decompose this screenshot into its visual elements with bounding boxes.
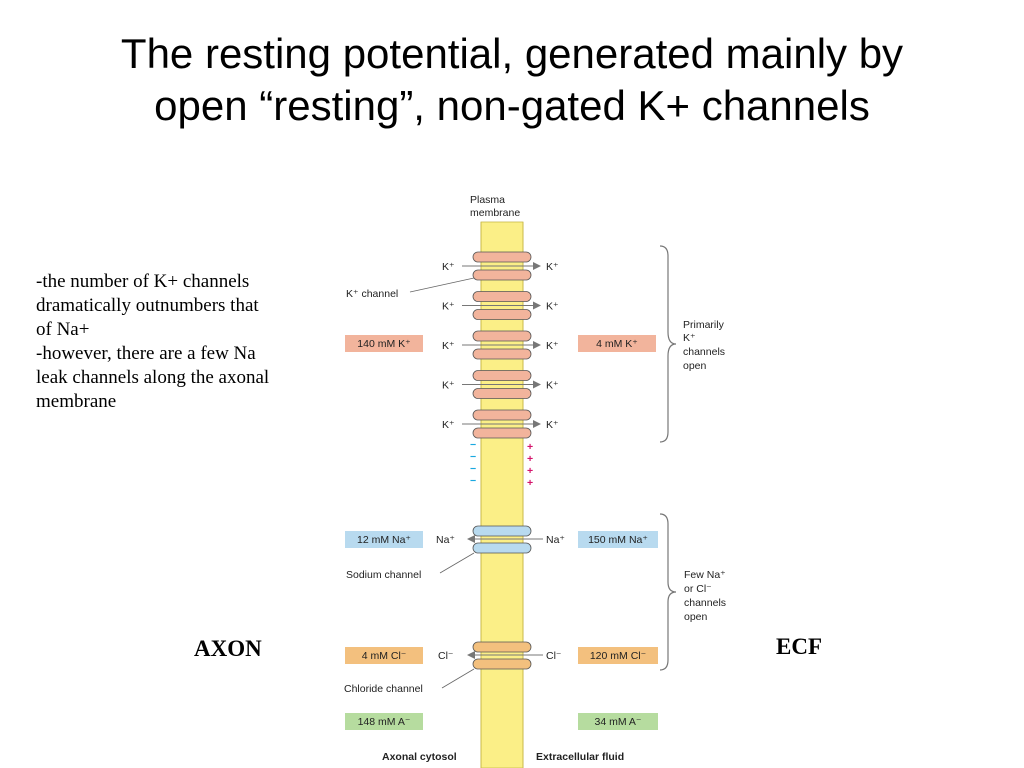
plus-charge: + bbox=[527, 441, 533, 453]
note-line: membrane bbox=[36, 391, 117, 412]
nacl-bracket-label: Few Na⁺ bbox=[684, 569, 726, 581]
na-outside-conc: 150 mM Na⁺ bbox=[588, 534, 648, 546]
k-bracket-label: K⁺ bbox=[683, 332, 696, 344]
extracellular-fluid-label: Extracellular fluid bbox=[536, 751, 624, 763]
axon-label: AXON bbox=[194, 636, 262, 661]
cl-inside-box bbox=[345, 647, 423, 664]
title-line-1: The resting potential, generated mainly … bbox=[120, 30, 904, 77]
cl-outside-conc: 120 mM Cl⁻ bbox=[590, 650, 647, 662]
na-inside-conc: 12 mM Na⁺ bbox=[357, 534, 411, 546]
na-ion-right: Na⁺ bbox=[546, 534, 565, 546]
k-channel: K⁺ K⁺ bbox=[442, 409, 559, 439]
nacl-bracket-label: open bbox=[684, 611, 708, 623]
slide-title: The resting potential, generated mainly … bbox=[0, 28, 1024, 132]
title-line-2: open “resting”, non-gated K+ channels bbox=[154, 82, 870, 129]
cl-inside-conc: 4 mM Cl⁻ bbox=[362, 650, 407, 662]
k-ion-left: K⁺ bbox=[442, 380, 455, 392]
note-line: of Na+ bbox=[36, 319, 90, 340]
nacl-bracket-label: or Cl⁻ bbox=[684, 583, 712, 595]
outer-charges: + + + + bbox=[527, 441, 533, 489]
sodium-channel bbox=[467, 525, 543, 554]
nacl-bracket bbox=[659, 513, 677, 671]
chloride-channel bbox=[467, 641, 543, 670]
minus-charge: − bbox=[470, 451, 476, 463]
plus-charge: + bbox=[527, 453, 533, 465]
minus-charge: − bbox=[470, 439, 476, 451]
axonal-cytosol-label: Axonal cytosol bbox=[382, 751, 457, 763]
k-ion-right: K⁺ bbox=[546, 340, 559, 352]
k-ion-left: K⁺ bbox=[442, 419, 455, 431]
anion-outside-box bbox=[578, 713, 658, 730]
k-outside-conc: 4 mM K⁺ bbox=[596, 338, 638, 350]
k-ion-right: K⁺ bbox=[546, 419, 559, 431]
k-ion-left: K⁺ bbox=[442, 340, 455, 352]
na-ion-left: Na⁺ bbox=[436, 534, 455, 546]
cl-ion-right: Cl⁻ bbox=[546, 650, 562, 662]
anion-inside-conc: 148 mM A⁻ bbox=[358, 716, 411, 728]
anion-inside-box bbox=[345, 713, 423, 730]
note-line: leak channels along the axonal bbox=[36, 367, 270, 388]
k-ion-right: K⁺ bbox=[546, 380, 559, 392]
plus-charge: + bbox=[527, 477, 533, 489]
ecf-label: ECF bbox=[776, 634, 822, 659]
cl-ion-left: Cl⁻ bbox=[438, 650, 454, 662]
na-inside-box bbox=[345, 531, 423, 548]
k-ion-left: K⁺ bbox=[442, 261, 455, 273]
k-inside-conc: 140 mM K⁺ bbox=[357, 338, 411, 350]
notes-text: -the number of K+ channels dramatically … bbox=[36, 270, 356, 414]
k-inside-box bbox=[345, 335, 423, 352]
k-channel: K⁺ K⁺ bbox=[442, 251, 559, 281]
k-channel: K⁺ K⁺ bbox=[442, 370, 559, 399]
k-bracket-label: channels bbox=[683, 346, 725, 358]
k-bracket bbox=[659, 245, 677, 443]
inner-charges: − − − − bbox=[470, 439, 476, 487]
k-ion-left: K⁺ bbox=[442, 301, 455, 313]
k-bracket-label: open bbox=[683, 360, 707, 372]
k-channels: K⁺ K⁺ K⁺ K⁺ K⁺ K⁺ K⁺ K⁺ K⁺ K⁺ bbox=[442, 251, 559, 439]
note-line: -however, there are a few Na bbox=[36, 343, 256, 364]
k-ion-right: K⁺ bbox=[546, 261, 559, 273]
chloride-channel-label: Chloride channel bbox=[344, 683, 423, 695]
na-outside-box bbox=[578, 531, 658, 548]
k-channel: K⁺ K⁺ bbox=[442, 291, 559, 320]
minus-charge: − bbox=[470, 463, 476, 475]
k-outside-box bbox=[578, 335, 656, 352]
k-channel: K⁺ K⁺ bbox=[442, 330, 559, 360]
k-bracket-label: Primarily bbox=[683, 319, 725, 331]
cl-outside-box bbox=[578, 647, 658, 664]
plus-charge: + bbox=[527, 465, 533, 477]
membrane-label: Plasma bbox=[470, 194, 505, 206]
k-channel-label: K⁺ channel bbox=[346, 288, 398, 300]
membrane-label: membrane bbox=[470, 207, 520, 219]
note-line: -the number of K+ channels bbox=[36, 271, 250, 292]
nacl-bracket-label: channels bbox=[684, 597, 726, 609]
k-ion-right: K⁺ bbox=[546, 301, 559, 313]
sodium-channel-label: Sodium channel bbox=[346, 569, 421, 581]
note-line: dramatically outnumbers that bbox=[36, 295, 259, 316]
plasma-membrane bbox=[480, 221, 524, 768]
anion-outside-conc: 34 mM A⁻ bbox=[595, 716, 642, 728]
minus-charge: − bbox=[470, 475, 476, 487]
